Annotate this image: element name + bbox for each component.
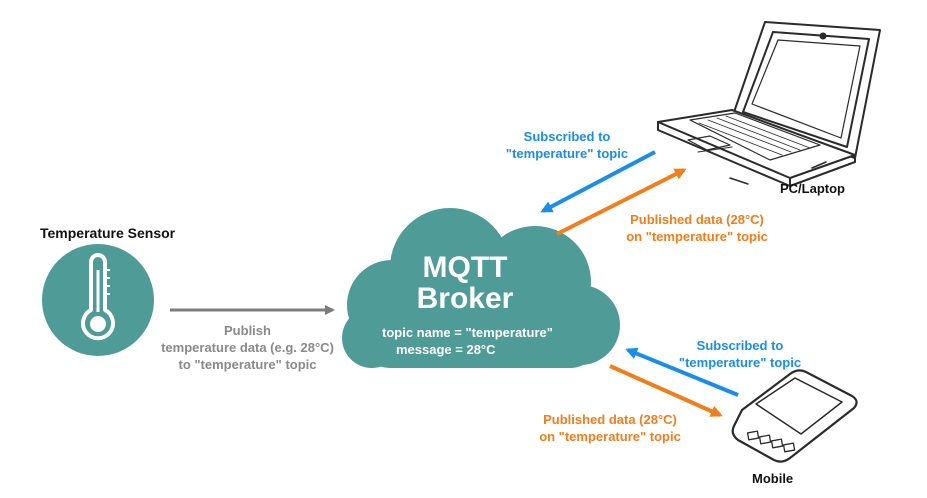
laptop-subscribe-arrow (540, 150, 656, 213)
laptop-icon (657, 21, 881, 187)
publish-label-line3: to "temperature" topic (178, 357, 317, 372)
mobile-published-label: Published data (28°C) on "temperature" t… (530, 411, 690, 445)
laptop-label: PC/Laptop (780, 181, 845, 196)
laptop-subscribed-line2: "temperature" topic (505, 146, 629, 161)
publish-label-line1: Publish (224, 323, 271, 338)
laptop-publish-arrow (556, 168, 687, 236)
thermometer-icon (42, 244, 154, 356)
mobile-published-line1: Published data (28°C) (543, 412, 677, 427)
mobile-label: Mobile (752, 471, 794, 486)
mobile-subscribed-line2: "temperature" topic (678, 355, 802, 370)
laptop-published-line1: Published data (28°C) (630, 212, 764, 227)
broker-message-line: message = 28°C (396, 342, 496, 357)
mobile-subscribed-line1: Subscribed to (696, 338, 784, 353)
laptop-subscribed-line1: Subscribed to (523, 129, 611, 144)
laptop-published-line2: on "temperature" topic (626, 229, 768, 244)
mobile-subscribed-label: Subscribed to "temperature" topic (665, 337, 815, 371)
laptop-subscribed-label: Subscribed to "temperature" topic (492, 128, 642, 162)
mobile-phone-icon (731, 369, 858, 463)
laptop-published-label: Published data (28°C) on "temperature" t… (617, 211, 777, 245)
mobile-published-line2: on "temperature" topic (539, 429, 681, 444)
broker-cloud (342, 208, 620, 368)
broker-topic-line: topic name = "temperature" (382, 325, 553, 340)
publish-label: Publish temperature data (e.g. 28°C) to … (150, 322, 345, 373)
broker-title-line1: MQTT (422, 251, 508, 284)
sensor-title: Temperature Sensor (40, 225, 176, 241)
mobile-subscribe-arrow (625, 347, 739, 397)
broker-title: MQTT Broker (380, 252, 550, 314)
publish-label-line2: temperature data (e.g. 28°C) (161, 340, 334, 355)
broker-title-line2: Broker (416, 282, 514, 315)
mobile-publish-arrow (609, 364, 723, 417)
